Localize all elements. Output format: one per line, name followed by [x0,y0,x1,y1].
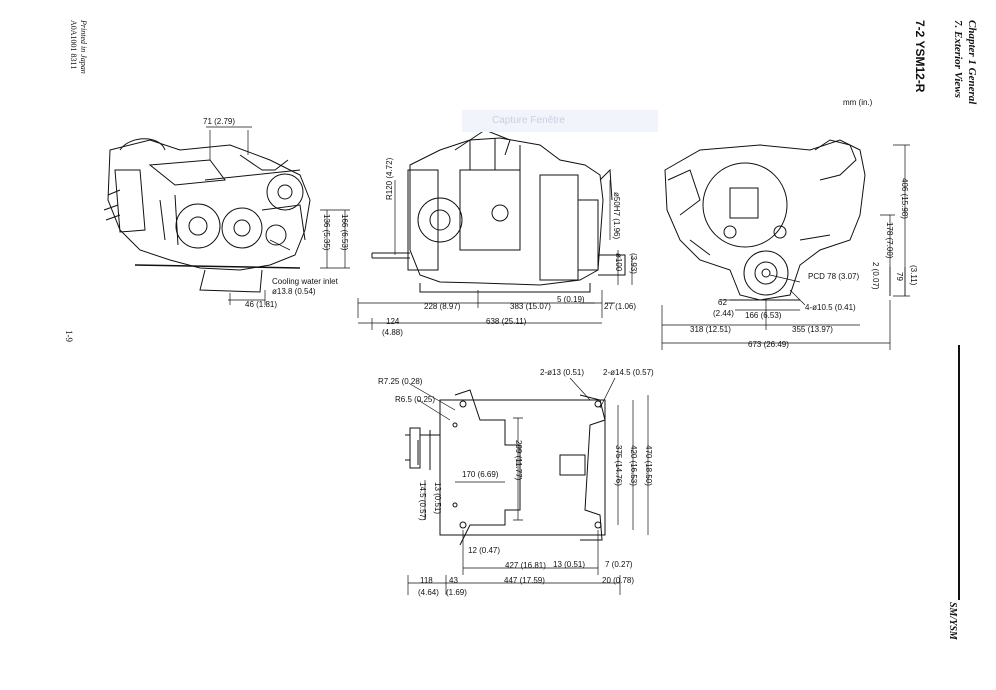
dim-71: 71 (2.79) [203,117,236,126]
units-label: mm (in.) [843,98,873,107]
chapter-title: Chapter 1 General [966,20,978,105]
capture-watermark: Capture Fenêtre [462,110,658,132]
dim-7: 7 (0.27) [605,560,633,569]
document-code: A0A1001 8311 [69,20,78,70]
dim-170: 170 (6.69) [462,470,499,479]
dim-27: 27 (1.06) [604,302,637,311]
dim-14-5: 14.5 (0.57) [418,482,427,521]
pcd-label: PCD 78 (3.07) [808,272,860,281]
dim-124-inch: (4.88) [382,328,403,337]
section-title: 7. Exterior Views [952,20,964,98]
cooling-water-inlet-label: Cooling water inlet [272,277,338,286]
figure-title: 7-2 YSM12-R [913,20,927,93]
holes-145: 2-ø14.5 (0.57) [603,368,654,377]
dim-355: 355 (13.97) [792,325,833,334]
side-view-engine [371,129,626,293]
bolt-holes-label: 4-ø10.5 (0.41) [805,303,856,312]
dim-100-inch: (3.93) [629,253,638,274]
dim-43: 43 [449,576,458,585]
dim-178: 178 (7.00) [885,222,894,259]
page-number: 1-9 [64,330,74,342]
dim-62-inch: (2.44) [713,309,734,318]
dim-318: 318 (12.51) [690,325,731,334]
dim-124: 124 [386,317,400,326]
dim-447: 447 (17.59) [504,576,545,585]
holes-13: 2-ø13 (0.51) [540,368,585,377]
dim-299: 299 (11.77) [514,440,523,481]
dim-383: 383 (15.07) [510,302,551,311]
plan-view-mount [405,389,606,546]
dim-13-horizontal: 13 (0.51) [553,560,586,569]
dim-406: 406 (15.98) [900,178,909,219]
dim-638: 638 (25.11) [486,317,527,326]
dim-166-front: 166 (6.53) [340,214,349,251]
dim-100: ø100 [614,253,623,272]
rear-view-engine [664,139,866,301]
series-label: SM/YSM [947,602,958,640]
dim-43-inch: (1.69) [446,588,467,597]
front-view-engine [103,138,311,293]
dim-13-vertical: 13 (0.51) [433,482,442,515]
radius-725: R7.25 (0.28) [378,377,423,386]
dim-79: 79 [895,272,904,281]
dim-5: 5 (0.19) [557,295,585,304]
dim-375: 375 (14.76) [614,445,623,486]
dim-118: 118 [420,576,433,585]
dim-166-rear: 166 (6.53) [745,311,782,320]
watermark-text: Capture Fenêtre [492,115,565,126]
printed-in-label: Printed in Japan [79,20,88,74]
dim-79-inch: (3.11) [909,265,918,286]
dim-470: 470 (18.50) [644,445,653,486]
dim-r120: R120 (4.72) [385,157,394,200]
dim-62: 62 [718,298,727,307]
dim-420: 420 (16.53) [629,445,638,486]
cooling-inlet-diameter: ø13.8 (0.54) [272,287,316,296]
dim-12: 12 (0.47) [468,546,501,555]
dim-50h7: ø50H7 (1.96) [612,192,621,240]
radius-65: R6.5 (0.25) [395,395,436,404]
dim-136: 136 (5.35) [322,214,331,251]
dim-46: 46 (1.81) [245,300,278,309]
dim-673: 673 (26.49) [748,340,789,349]
dim-228: 228 (8.97) [424,302,461,311]
dim-427: 427 (16.81) [505,561,546,570]
dim-20: 20 (0.78) [602,576,635,585]
dim-2: 2 (0.07) [871,262,880,290]
dim-118-inch: (4.64) [418,588,439,597]
